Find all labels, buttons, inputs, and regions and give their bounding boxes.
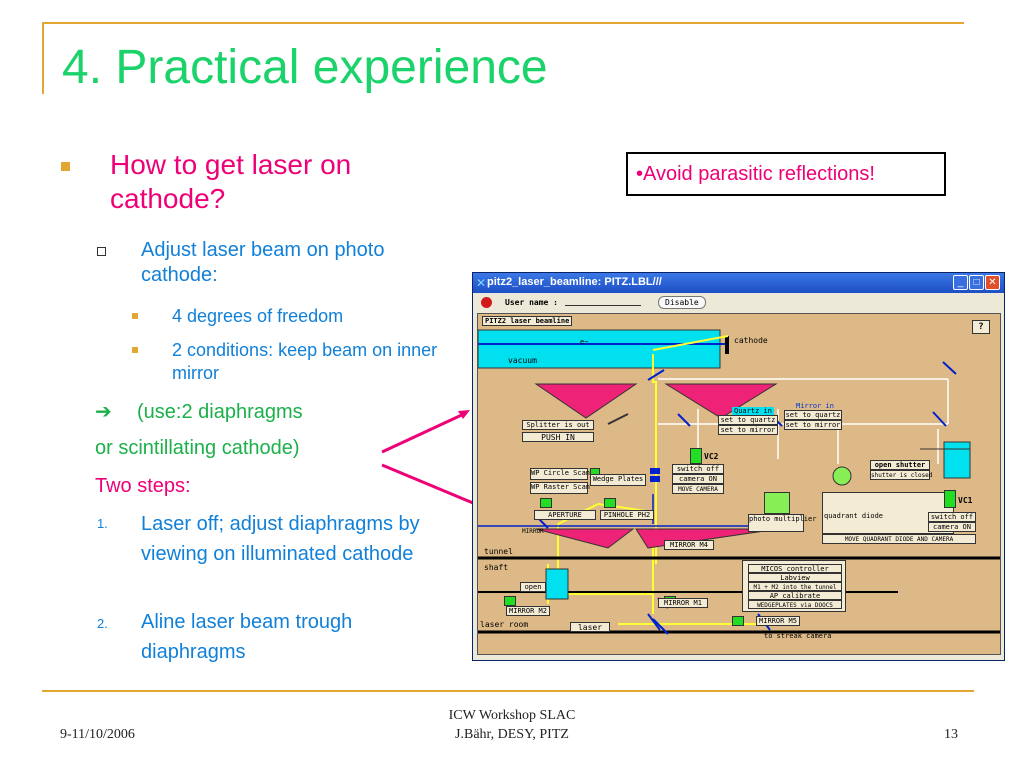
vacuum-label: vacuum bbox=[508, 356, 537, 365]
mirror-m2-button[interactable]: MIRROR M2 bbox=[506, 606, 550, 616]
move-quadrant-button[interactable]: MOVE QUADRANT DIODE AND CAMERA bbox=[822, 534, 976, 544]
app-icon: ✕ bbox=[476, 276, 487, 290]
user-name-field[interactable] bbox=[565, 305, 641, 306]
step-2-text: Aline laser beam trough diaphragms bbox=[141, 611, 353, 663]
cathode-label: cathode bbox=[734, 336, 768, 345]
status-led bbox=[540, 498, 552, 508]
camera-on-status: camera ON bbox=[672, 474, 724, 484]
footer-rule bbox=[42, 690, 974, 692]
push-in-button[interactable]: PUSH IN bbox=[522, 432, 594, 442]
sub-bullet-adjust: Adjust laser beam on photo cathode: bbox=[141, 239, 385, 286]
laser-label: laser bbox=[570, 622, 610, 632]
status-led bbox=[604, 498, 616, 508]
m1m2-tunnel-button[interactable]: M1 + M2 into the tunnel bbox=[748, 582, 842, 591]
tunnel-label: tunnel bbox=[484, 547, 513, 556]
open-shutter-button[interactable]: open shutter bbox=[870, 460, 930, 470]
quadrant-diode-label: quadrant diode bbox=[824, 512, 884, 520]
shutter-status: shutter is closed bbox=[870, 470, 933, 480]
camera-on-status-2: camera ON bbox=[928, 522, 976, 532]
slide-title: 4. Practical experience bbox=[62, 41, 548, 94]
vc1-label: VC1 bbox=[958, 496, 973, 505]
use-diaphragms-text: (use:2 diaphragms bbox=[137, 401, 303, 423]
ap-calibrate-button[interactable]: AP calibrate bbox=[748, 591, 842, 600]
canvas-title: PITZ2 laser beamline bbox=[482, 316, 573, 326]
status-led bbox=[504, 596, 516, 606]
footer-event: ICW Workshop SLAC bbox=[448, 708, 576, 723]
labview-label: Labview bbox=[748, 573, 842, 582]
splitter-status: Splitter is out bbox=[522, 420, 594, 430]
app-window: ✕ pitz2_laser_beamline: PITZ.LBL/// _ □ … bbox=[472, 272, 1005, 661]
arrow-icon: ➔ bbox=[95, 401, 112, 423]
help-button[interactable]: ? bbox=[972, 320, 990, 334]
sub-item-conditions: 2 conditions: keep beam on inner mirror bbox=[172, 340, 438, 383]
bullet-square-icon bbox=[61, 162, 70, 171]
bullet-small-icon bbox=[132, 347, 138, 353]
mirror-label: MIRROR bbox=[522, 528, 544, 535]
laser-room-label: laser room bbox=[480, 620, 529, 629]
callout-box: •Avoid parasitic reflections! bbox=[626, 152, 946, 196]
maximize-button[interactable]: □ bbox=[969, 275, 984, 290]
window-titlebar: ✕ pitz2_laser_beamline: PITZ.LBL/// _ □ … bbox=[473, 273, 1004, 293]
aperture-button[interactable]: APERTURE bbox=[534, 510, 596, 520]
user-bar: User name : Disable bbox=[473, 293, 1004, 313]
wedge-plates-button[interactable]: Wedge Plates bbox=[590, 474, 646, 486]
status-led bbox=[732, 616, 744, 626]
mirror-m4-button[interactable]: MIRROR M4 bbox=[664, 540, 714, 550]
frame-rule-left bbox=[42, 22, 44, 94]
bullet-small-icon bbox=[132, 313, 138, 319]
sub-item-freedom: 4 degrees of freedom bbox=[172, 306, 344, 326]
wp-circle-scan-button[interactable]: WP Circle Scan bbox=[530, 468, 590, 480]
photo-multiplier-label: photo multiplier bbox=[748, 514, 816, 532]
step-1-text: Laser off; adjust diaphragms by viewing … bbox=[141, 513, 420, 565]
set-quartz-button-2[interactable]: set to quartz bbox=[784, 410, 842, 420]
footer-author: J.Bähr, DESY, PITZ bbox=[455, 727, 569, 742]
photo-multiplier-icon bbox=[764, 492, 790, 514]
user-label: User name : bbox=[505, 298, 558, 307]
vc2-label: VC2 bbox=[704, 452, 719, 461]
frame-rule-top bbox=[42, 22, 964, 24]
disable-button[interactable]: Disable bbox=[658, 296, 706, 309]
pinhole-button[interactable]: PINHOLE PH2 bbox=[600, 510, 654, 520]
minimize-button[interactable]: _ bbox=[953, 275, 968, 290]
open-button[interactable]: open bbox=[520, 582, 546, 592]
step-number: 2. bbox=[97, 616, 108, 631]
set-quartz-button[interactable]: set to quartz bbox=[718, 415, 778, 425]
mirror-m5-button[interactable]: MIRROR M5 bbox=[756, 616, 800, 626]
vc1-camera-icon bbox=[944, 490, 956, 508]
shaft-label: shaft bbox=[484, 563, 509, 572]
footer-date: 9-11/10/2006 bbox=[60, 727, 135, 742]
quartz-in-label: Quartz in bbox=[732, 407, 774, 415]
close-button[interactable]: ✕ bbox=[985, 275, 1000, 290]
window-title: pitz2_laser_beamline: PITZ.LBL/// bbox=[487, 276, 662, 288]
move-camera-button[interactable]: MOVE CAMERA bbox=[672, 484, 724, 494]
bullet-question: How to get laser on cathode? bbox=[110, 149, 352, 214]
wedgeplates-doocs-button[interactable]: WEDGEPLATES via DOOCS bbox=[748, 600, 842, 609]
mirror-m1-button[interactable]: MIRROR M1 bbox=[658, 598, 708, 608]
switch-off-button[interactable]: switch off bbox=[672, 464, 724, 474]
switch-off-button-2[interactable]: switch off bbox=[928, 512, 976, 522]
scintillating-text: or scintillating cathode) bbox=[95, 437, 300, 459]
electron-label: e− bbox=[580, 338, 589, 346]
beamline-canvas: PITZ2 laser beamline ? cathode vacuum e−… bbox=[477, 313, 1001, 655]
micos-controller-label: MICOS controller bbox=[748, 564, 842, 573]
mirror-in-label: Mirror in bbox=[796, 402, 834, 410]
set-mirror-button-2[interactable]: set to mirror bbox=[784, 420, 842, 430]
bullet-hollow-icon bbox=[97, 247, 106, 256]
set-mirror-button[interactable]: set to mirror bbox=[718, 425, 778, 435]
page-number: 13 bbox=[944, 727, 958, 742]
stop-icon[interactable] bbox=[481, 297, 492, 308]
streak-camera-label: to streak camera bbox=[764, 632, 832, 640]
two-steps-text: Two steps: bbox=[95, 475, 191, 497]
vc2-camera-icon bbox=[690, 448, 702, 464]
wp-raster-scan-button[interactable]: WP Raster Scan bbox=[530, 482, 590, 494]
step-number: 1. bbox=[97, 516, 108, 531]
